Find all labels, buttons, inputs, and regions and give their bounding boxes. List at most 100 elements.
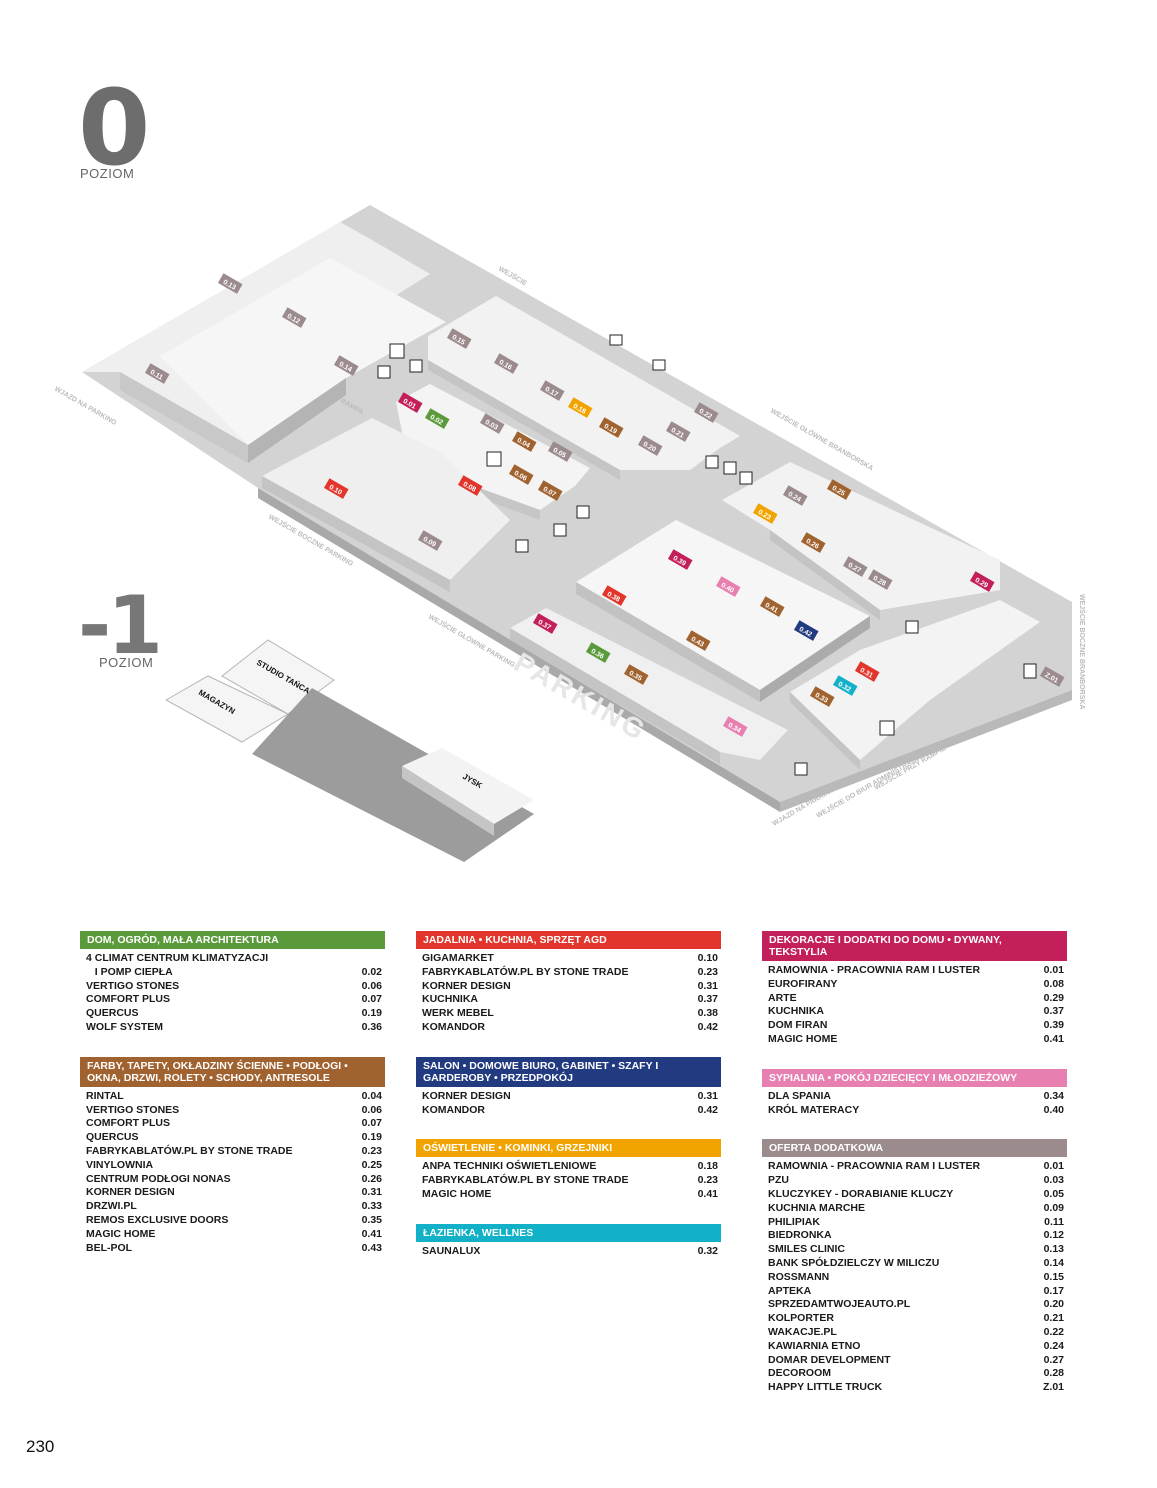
unit-code: 0.01: [1043, 964, 1064, 976]
unit-code: 0.07: [361, 1117, 382, 1130]
store-name: DOMAR DEVELOPMENT: [768, 1353, 891, 1366]
store-name: MAGIC HOME: [768, 1032, 838, 1045]
store-name: EUROFIRANY: [768, 977, 838, 990]
store-name: GIGAMARKET: [422, 952, 494, 964]
store-name: PHILIPIAK: [768, 1215, 820, 1228]
store-name: COMFORT PLUS: [86, 993, 170, 1006]
category-block: OŚWIETLENIE • KOMINKI, GRZEJNIKI ANPA TEC…: [416, 1139, 721, 1201]
store-name: PZU: [768, 1174, 789, 1187]
store-name: VERTIGO STONES: [86, 979, 180, 992]
category-heading: OŚWIETLENIE • KOMINKI, GRZEJNIKI: [416, 1139, 721, 1158]
unit-code: 0.36: [361, 1020, 382, 1033]
level-minus-1-number: -1: [78, 579, 163, 672]
escalator-icon: [794, 762, 808, 776]
lower-level-jysk-top: [402, 748, 534, 824]
store-name: 4 CLIMAT CENTRUM KLIMATYZACJI: [86, 952, 269, 964]
unit-code: 0.25: [361, 1158, 382, 1171]
restaurant-icon: [1023, 663, 1037, 679]
directory-row: PZU 0.03: [762, 1174, 1067, 1188]
store-name: DOM FIRAN: [768, 1019, 828, 1032]
category-heading: DOM, OGRÓD, MAŁA ARCHITEKTURA: [80, 931, 385, 949]
page-number: 230: [26, 1437, 55, 1456]
store-name: WERK MEBEL: [422, 1007, 494, 1020]
lower-level-storage-top: [164, 675, 290, 743]
block-f-side2: [760, 616, 870, 702]
store-name: APTEKA: [768, 1284, 812, 1297]
unit-code: 0.03: [1043, 1174, 1064, 1187]
store-name: VERTIGO STONES: [86, 1103, 180, 1116]
unit-code: 0.19: [361, 1131, 382, 1144]
escalator-icon: [515, 539, 529, 553]
directory-row: 4 CLIMAT CENTRUM KLIMATYZACJI: [80, 952, 385, 966]
unit-code: 0.29: [1043, 991, 1064, 1004]
unit-code: 0.08: [1043, 977, 1064, 990]
unit-code: 0.10: [697, 952, 718, 964]
category-heading: SALON • DOMOWE BIURO, GABINET • SZAFY I …: [416, 1056, 721, 1087]
category-heading: ŁAZIENKA, WELLNES: [416, 1223, 721, 1242]
escalator-icon: [705, 455, 719, 469]
directory-row: COMFORT PLUS 0.07: [80, 1117, 385, 1131]
directory-row: COMFORT PLUS 0.07: [80, 993, 385, 1007]
block-b-side: [428, 360, 620, 480]
unit-code: 0.12: [1043, 1229, 1064, 1242]
block-g-side: [510, 628, 720, 764]
cash-machine-icon: [652, 359, 666, 371]
unit-code: 0.01: [1043, 1160, 1064, 1173]
store-name: FABRYKABLATÓW.PL BY STONE TRADE: [86, 1144, 293, 1157]
store-name: COMFORT PLUS: [86, 1117, 170, 1130]
store-name: MAGIC HOME: [422, 1187, 492, 1200]
unit-code: 0.43: [361, 1241, 382, 1254]
store-name: WAKACJE.PL: [768, 1325, 837, 1338]
store-name: KLUCZYKEY - DORABIANIE KLUCZY: [768, 1187, 954, 1200]
unit-code: 0.28: [1043, 1367, 1064, 1380]
store-name: RINTAL: [86, 1089, 124, 1102]
block-d-side: [262, 476, 450, 592]
unit-code: 0.35: [361, 1213, 382, 1226]
unit-code: 0.42: [697, 1103, 718, 1116]
unit-code: 0.15: [1043, 1270, 1064, 1283]
unit-code: 0.27: [1043, 1353, 1064, 1366]
unit-code: 0.17: [1043, 1284, 1064, 1297]
store-name: KUCHNIA MARCHE: [768, 1201, 866, 1214]
category-block: SALON • DOMOWE BIURO, GABINET • SZAFY I …: [416, 1056, 721, 1118]
toilet-icon: [486, 451, 502, 467]
unit-code: 0.33: [361, 1200, 382, 1213]
store-name: ANPA TECHNIKI OŚWIETLENIOWE: [422, 1160, 597, 1173]
block-h-side: [790, 692, 860, 770]
cash-machine-icon: [609, 334, 623, 346]
store-name: I POMP CIEPŁA: [86, 965, 173, 978]
map-icons: [377, 334, 1037, 776]
store-name: MAGIC HOME: [86, 1227, 156, 1240]
unit-code: 0.04: [361, 1089, 382, 1102]
unit-code: 0.07: [361, 993, 382, 1006]
block-c-top: [396, 384, 590, 510]
level-minus-1-label: POZIOM: [99, 655, 154, 670]
block-b-top: [428, 296, 740, 470]
unit-code: 0.20: [1043, 1298, 1064, 1311]
store-name: FABRYKABLATÓW.PL BY STONE TRADE: [422, 1174, 629, 1187]
store-name: KORNER DESIGN: [86, 1186, 175, 1199]
